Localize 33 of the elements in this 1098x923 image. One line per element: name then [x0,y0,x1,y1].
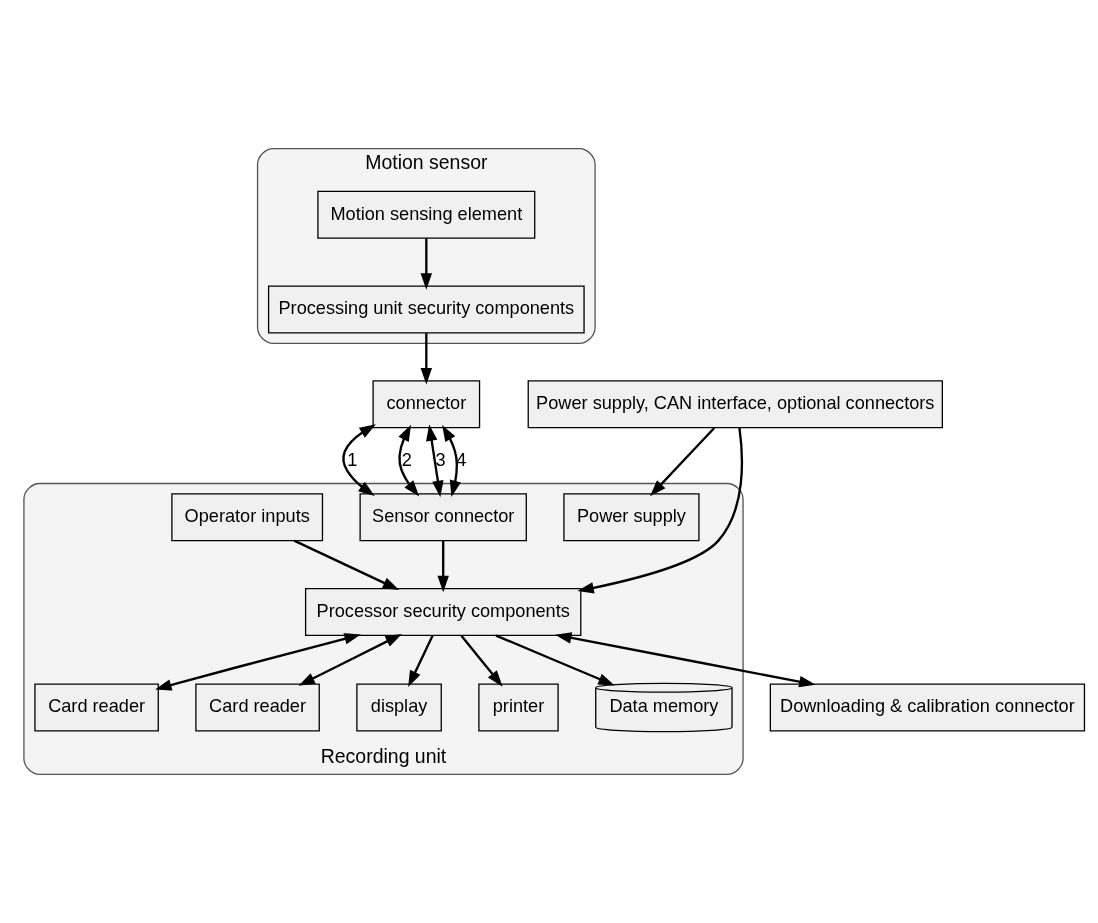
arrow [437,540,449,593]
node-box: connector [372,380,481,429]
arrow [420,333,433,385]
edge-label: 4 [456,449,467,470]
node-box: Power supply [563,493,700,542]
arrow [577,427,744,594]
arrow [420,238,433,290]
node-box: Motion sensing element [317,190,536,239]
arrow [460,635,503,687]
node-box: Operator inputs [171,493,324,542]
node-box: Processor security components [304,588,582,636]
arrow [555,632,816,688]
node-box: Card reader [34,683,159,732]
arrow [495,634,615,686]
arrow [442,424,461,497]
node-box: Card reader [195,683,320,732]
edge-label: 1 [347,449,358,470]
arrow [650,427,716,497]
edge-label: 3 [435,449,446,470]
edge-label: 2 [401,449,412,470]
node-box: Sensor connector [359,493,527,542]
arrow [155,633,361,691]
arrow [398,424,420,497]
arrow [298,633,402,686]
arrow [293,539,400,590]
node-box: Downloading & calibration connector [769,683,1086,732]
arrow [342,424,376,496]
arrow [426,424,444,498]
node-box: printer [478,683,559,732]
node-box: display [356,683,442,732]
node-box: Power supply, CAN interface, optional connectors [527,380,943,429]
node-box: Processing unit security components [267,285,585,334]
arrow [408,635,434,688]
